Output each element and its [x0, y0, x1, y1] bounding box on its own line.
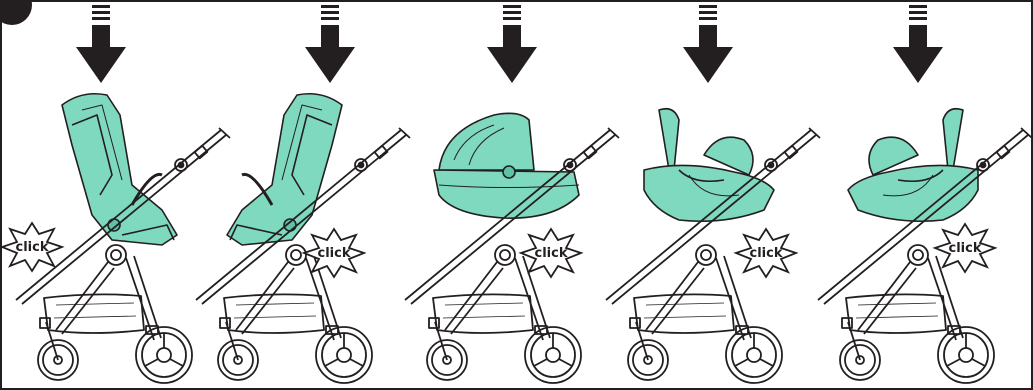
click-burst-icon: click	[521, 229, 581, 277]
infant-car-seat-rear	[644, 109, 774, 222]
click-label: click	[750, 246, 783, 261]
down-arrow-icon	[305, 5, 355, 83]
click-burst-icon: click	[2, 223, 62, 271]
panel-carrycot: click	[405, 5, 619, 383]
down-arrow-icon	[76, 5, 126, 83]
click-burst-icon: click	[935, 224, 995, 272]
panel-carseat-forward: click	[818, 5, 1032, 383]
panel-seat-rear: click	[196, 5, 410, 383]
down-arrow-icon	[683, 5, 733, 83]
click-burst-icon: click	[736, 229, 796, 277]
seat-unit-rear	[227, 94, 342, 245]
infant-car-seat-forward	[848, 109, 978, 222]
click-label: click	[318, 246, 351, 261]
panel-carseat-rear: click	[606, 5, 820, 383]
down-arrow-icon	[487, 5, 537, 83]
panel-seat-forward: click	[2, 5, 230, 383]
click-burst-icon: click	[304, 229, 364, 277]
carrycot	[434, 113, 579, 218]
click-label: click	[535, 246, 568, 261]
step-marker-circle	[0, 0, 32, 25]
click-label: click	[949, 241, 982, 256]
down-arrow-icon	[893, 5, 943, 83]
click-label: click	[16, 240, 49, 255]
